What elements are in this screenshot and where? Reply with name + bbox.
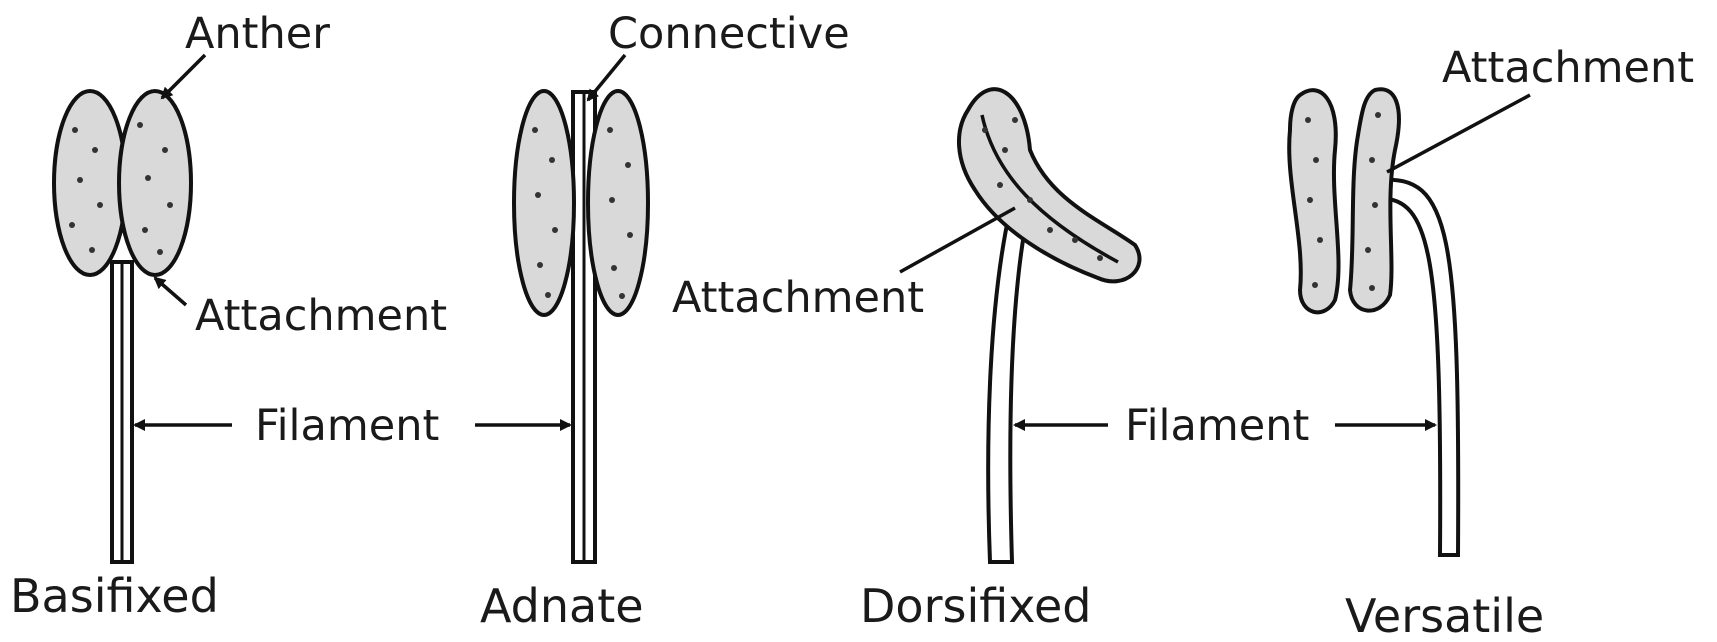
versatile-anther-left-lobe <box>1289 90 1338 312</box>
dorsifixed-filament <box>988 210 1028 562</box>
basifixed-title: Basifixed <box>10 569 219 623</box>
basifixed-stamen <box>54 91 191 562</box>
adnate-stamen <box>514 91 648 562</box>
anther-pointer <box>162 55 205 98</box>
dorsifixed-attachment-pointer <box>900 208 1015 272</box>
basifixed-attachment-pointer <box>155 278 186 305</box>
adnate-title: Adnate <box>480 579 644 633</box>
dorsifixed-anther <box>959 89 1140 281</box>
adnate-anther-left-lobe <box>514 91 574 315</box>
versatile-anther-right-lobe <box>1350 89 1399 310</box>
basifixed-anther-right-lobe <box>119 91 191 275</box>
connective-label: Connective <box>608 9 850 59</box>
anther-label: Anther <box>185 9 330 59</box>
filament-right-label: Filament <box>1125 401 1309 451</box>
basifixed-anther-left-lobe <box>54 91 126 275</box>
dorsifixed-stamen <box>959 89 1140 562</box>
basifixed-attachment-label: Attachment <box>195 291 447 341</box>
versatile-stamen <box>1289 89 1458 555</box>
versatile-attachment-label: Attachment <box>1442 43 1694 93</box>
adnate-anther-right-lobe <box>588 91 648 315</box>
versatile-attachment-pointer <box>1387 95 1530 172</box>
dorsifixed-title: Dorsifixed <box>860 579 1092 633</box>
filament-left-label: Filament <box>255 401 439 451</box>
dorsifixed-attachment-label: Attachment <box>672 273 924 323</box>
versatile-title: Versatile <box>1345 589 1544 637</box>
